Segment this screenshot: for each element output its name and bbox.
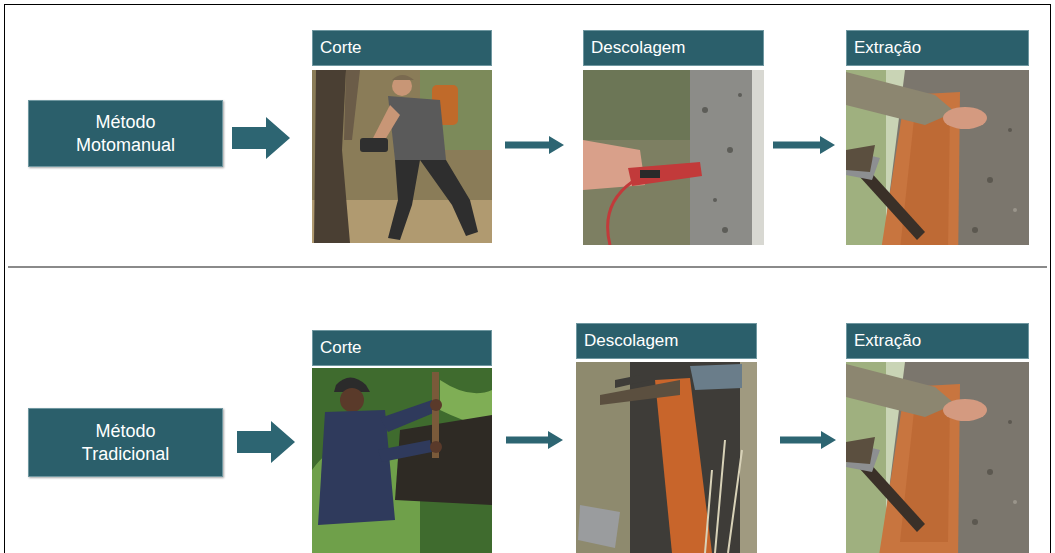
step-panel: Descolagem (583, 30, 764, 245)
step-title: Descolagem (583, 30, 764, 66)
flow-arrow (506, 431, 563, 449)
step-title: Descolagem (576, 323, 757, 359)
step-title: Corte (312, 30, 492, 66)
flow-arrow (780, 431, 836, 449)
step-title: Extração (846, 30, 1029, 66)
flow-arrow (773, 136, 835, 154)
flow-arrow (505, 136, 564, 154)
step-title: Extração (846, 323, 1029, 359)
method-box: Método Motomanual (28, 100, 223, 167)
flow-arrow (237, 421, 295, 463)
method-box: Método Tradicional (28, 408, 223, 477)
method-label: Método Tradicional (66, 420, 186, 465)
step-panel: Corte (312, 330, 492, 552)
step-title: Corte (312, 330, 492, 366)
step-panel: Extração (846, 30, 1029, 245)
flow-arrow (232, 117, 290, 159)
step-panel: Corte (312, 30, 492, 243)
step-panel: Descolagem (576, 323, 757, 552)
step-panel: Extração (846, 323, 1029, 552)
method-label: Método Motomanual (66, 111, 186, 156)
